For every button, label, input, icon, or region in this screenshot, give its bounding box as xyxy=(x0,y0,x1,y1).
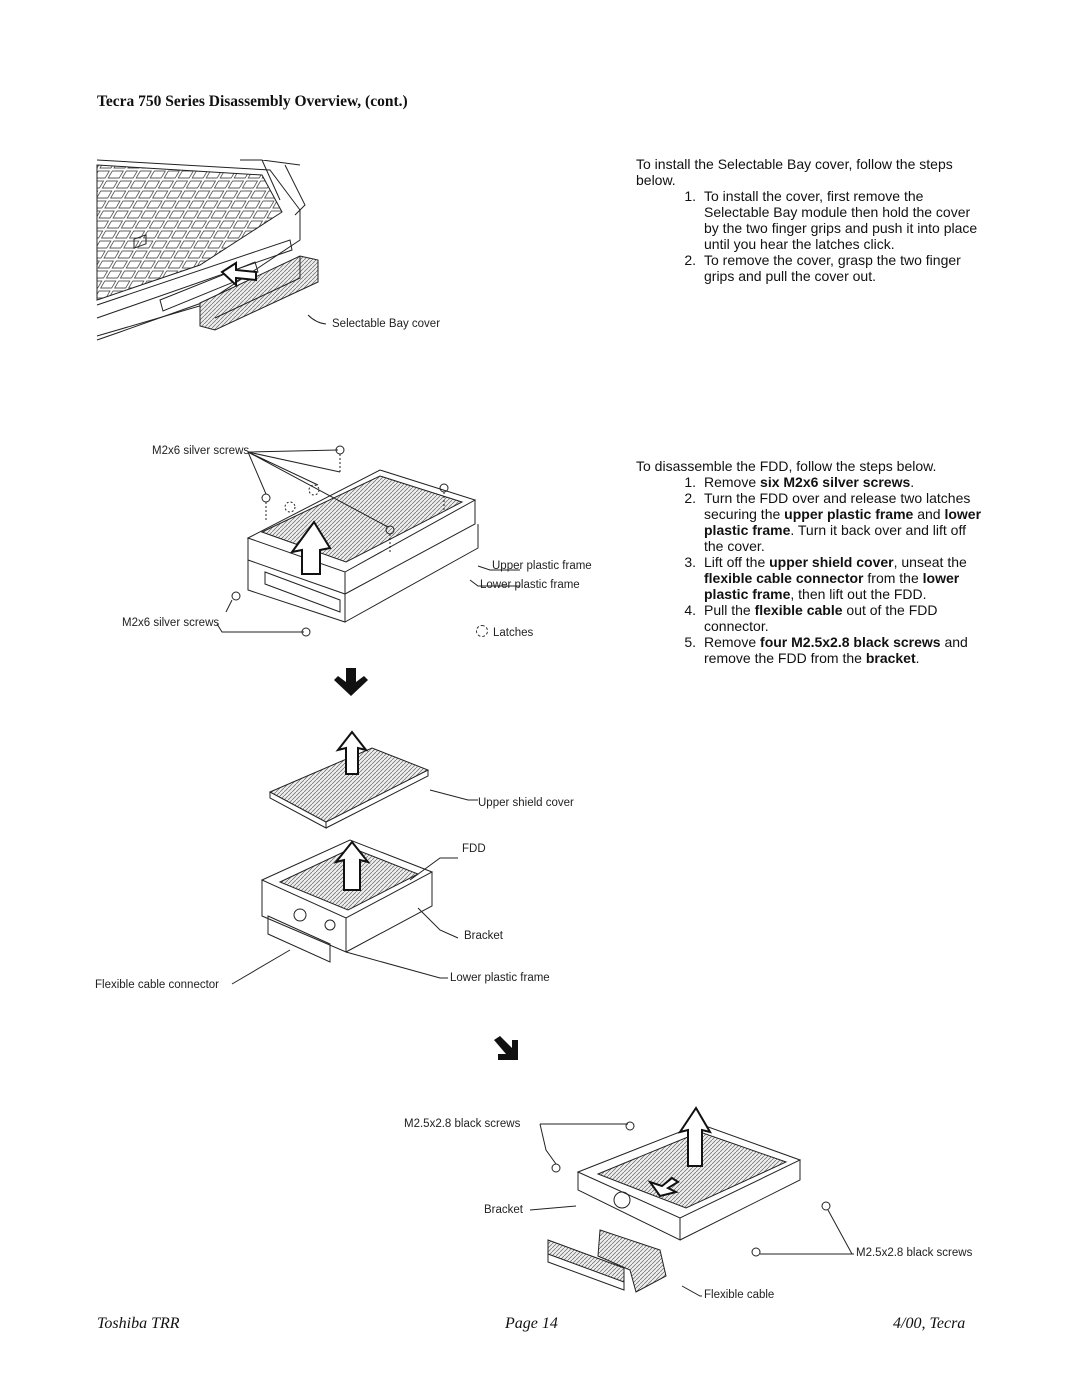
screw-icon xyxy=(625,1121,635,1131)
label-flexible-cable-connector: Flexible cable connector xyxy=(95,979,220,991)
fdd-assembly-figure xyxy=(216,445,520,637)
list-item: 2.To remove the cover, grasp the two fin… xyxy=(684,252,961,284)
footer-right: 4/00, Tecra xyxy=(893,1315,966,1332)
selectable-bay-cover-figure xyxy=(199,255,327,331)
list-item: 1.To install the cover, first remove the… xyxy=(684,188,978,252)
install-steps: 1.To install the cover, first remove the… xyxy=(670,188,988,284)
footer-left: Toshiba TRR xyxy=(97,1315,180,1332)
list-item: 4.Pull the flexible cable out of the FDD… xyxy=(684,602,938,634)
label-m25-screws-right: M2.5x2.8 black screws xyxy=(856,1247,973,1259)
section-install-cover: To install the Selectable Bay cover, fol… xyxy=(636,156,988,284)
label-lower-plastic-frame-2: Lower plastic frame xyxy=(450,972,550,984)
label-m25-screws-top: M2.5x2.8 black screws xyxy=(404,1118,521,1130)
label-upper-plastic-frame: Upper plastic frame xyxy=(492,560,592,572)
latches-legend: Latches xyxy=(476,625,533,639)
screw-icon xyxy=(231,591,241,601)
diagonal-arrow-icon xyxy=(494,1036,518,1060)
label-selectable-bay-cover: Selectable Bay cover xyxy=(332,318,441,330)
screw-icon xyxy=(821,1201,831,1211)
list-item: 2.Turn the FDD over and release two latc… xyxy=(684,490,982,554)
label-m2x6-screws-bottom: M2x6 silver screws xyxy=(122,617,220,629)
page-title: Tecra 750 Series Disassembly Overview, (… xyxy=(97,93,408,110)
footer-page-number: Page 14 xyxy=(505,1315,558,1332)
latch-icon xyxy=(308,484,320,496)
label-bracket-2: Bracket xyxy=(484,1204,523,1216)
install-intro: To install the Selectable Bay cover, fol… xyxy=(636,156,953,188)
fdd-exploded-figure xyxy=(231,730,478,985)
label-flexible-cable: Flexible cable xyxy=(704,1289,775,1301)
label-lower-plastic-frame: Lower plastic frame xyxy=(480,579,580,591)
section-disassemble-fdd: To disassemble the FDD, follow the steps… xyxy=(636,458,988,666)
label-upper-shield-cover: Upper shield cover xyxy=(478,797,574,809)
fdd-steps: 1.Remove six M2x6 silver screws. 2.Turn … xyxy=(670,474,988,666)
down-arrow-icon xyxy=(334,668,368,696)
list-item: 3.Lift off the upper shield cover, unsea… xyxy=(684,554,967,602)
label-bracket: Bracket xyxy=(464,930,503,942)
screw-icon xyxy=(385,525,395,552)
list-item: 5.Remove four M2.5x2.8 black screws and … xyxy=(684,634,968,666)
screw-icon xyxy=(751,1247,761,1257)
latch-icon xyxy=(476,625,488,637)
latch-icon xyxy=(284,501,296,513)
screw-icon xyxy=(261,493,271,520)
fdd-intro: To disassemble the FDD, follow the steps… xyxy=(636,458,937,474)
label-fdd: FDD xyxy=(462,843,486,855)
laptop-figure xyxy=(96,159,306,341)
bracket-figure xyxy=(529,1106,854,1297)
screw-icon xyxy=(551,1163,561,1173)
list-item: 1.Remove six M2x6 silver screws. xyxy=(684,474,915,490)
screw-icon xyxy=(439,483,449,512)
label-m2x6-screws-top: M2x6 silver screws xyxy=(152,445,250,457)
